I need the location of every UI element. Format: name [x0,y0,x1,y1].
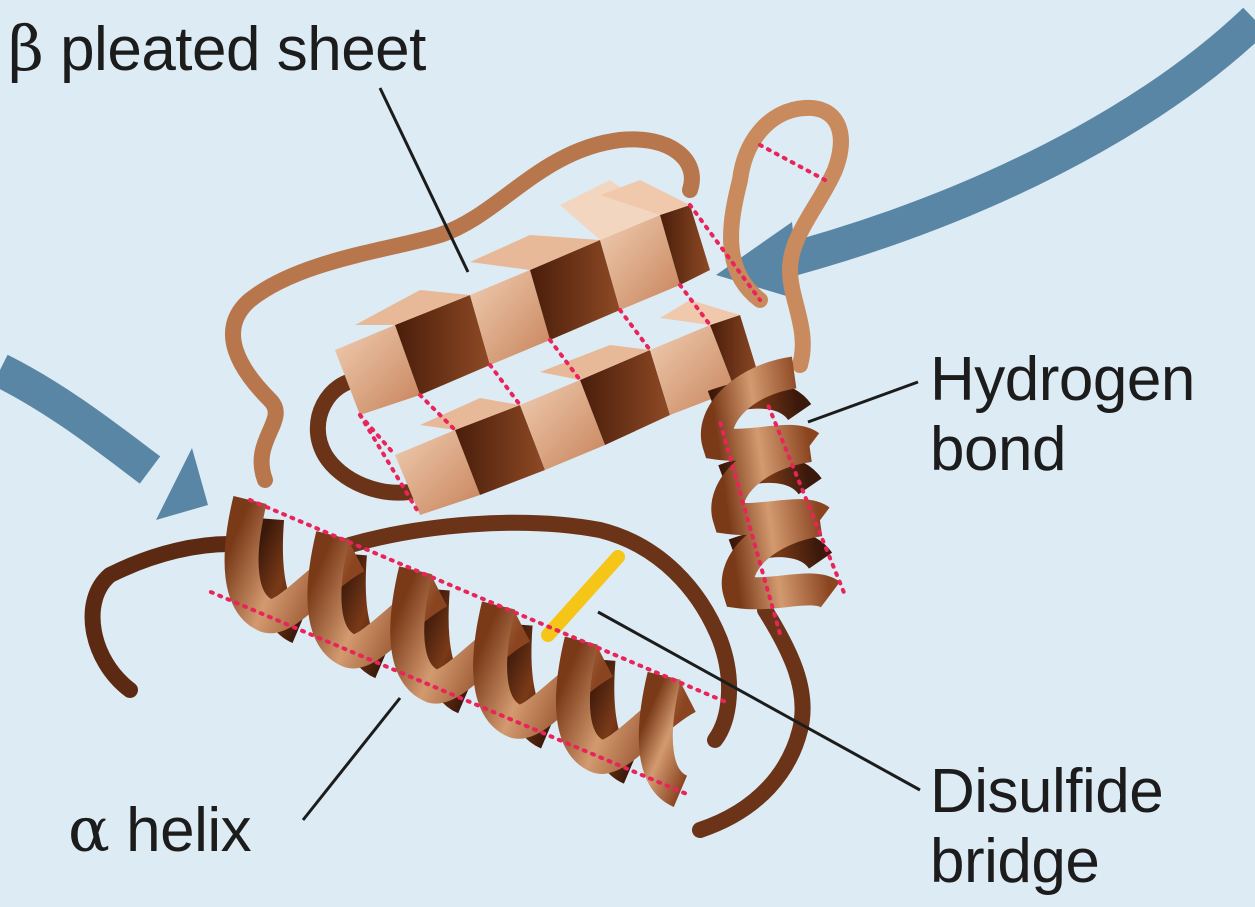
alpha-helix-label: α helix [68,793,252,866]
leader-disulfide [597,610,921,792]
beta-symbol: β [8,12,44,85]
alpha-helix-right [700,356,848,639]
pointer-arrows [0,7,1255,520]
sheet-hydrogen-bonds [358,203,762,517]
coil-top-right-hairpin [723,99,849,373]
disulfide-bridge [541,550,625,642]
beta-sheet [335,180,762,517]
leader-beta-sheet [378,87,470,273]
coil-n-terminal [84,536,258,698]
arrow-to-helix-head [156,448,208,520]
alpha-helix [208,496,731,807]
coil-left-loop [224,131,700,488]
alpha-symbol: α [68,793,110,866]
disulfide-bridge-label: Disulfide bridge [930,757,1164,897]
leader-hydrogen-bond [807,380,919,424]
beta-sheet-label: β pleated sheet [8,14,426,85]
hydrogen-bond-label: Hydrogen bond [930,345,1195,485]
coil-right-tail [692,602,811,838]
beta-sheet-text: pleated sheet [60,15,426,84]
disulfide-line1: Disulfide [930,757,1164,826]
hydrogen-bond-line2: bond [930,415,1066,484]
leader-alpha-helix [301,697,402,821]
arrow-to-helix [0,354,161,484]
backbone-coils [84,99,849,838]
hydrogen-bond-line1: Hydrogen [930,345,1195,414]
disulfide-line2: bridge [930,827,1100,896]
coil-inner-loop [309,372,428,501]
leader-lines [301,87,921,821]
arrow-to-sheet [765,7,1255,282]
alpha-helix-text: helix [126,796,252,865]
